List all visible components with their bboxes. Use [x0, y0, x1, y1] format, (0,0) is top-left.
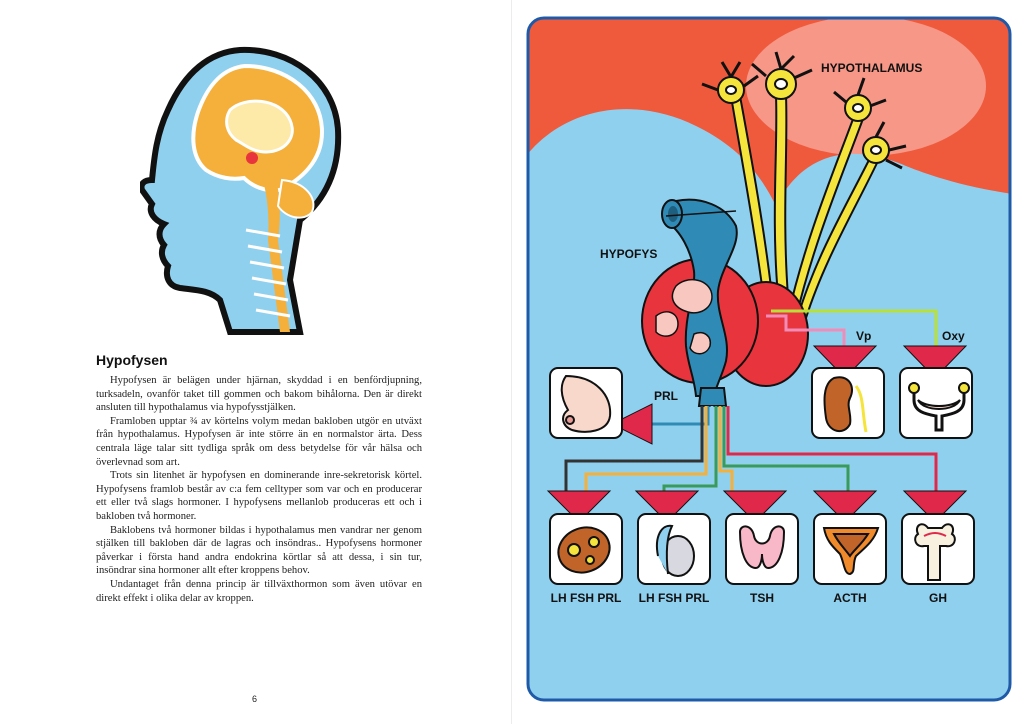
bottom-label-testis: LH FSH PRL	[639, 591, 710, 605]
arrow-icon	[812, 345, 878, 379]
prl-label: PRL	[654, 389, 678, 403]
arrow-icon	[722, 490, 788, 523]
head-illustration	[140, 46, 342, 335]
thyroid-icon	[738, 525, 786, 570]
body-text: Hypofysen är belägen under hjärnan, skyd…	[96, 374, 422, 605]
paragraph: Undantaget från denna princip är tillväx…	[96, 578, 422, 604]
section-title: Hypofysen	[96, 352, 168, 368]
hormone-lines	[564, 309, 938, 491]
arrow-icon	[902, 345, 968, 379]
page-number: 6	[252, 694, 258, 704]
arrow-icon	[812, 490, 878, 523]
neuron-group	[701, 51, 907, 320]
hypofys-label: HYPOFYS	[600, 247, 657, 261]
adrenal-box	[813, 513, 887, 585]
left-page: Hypofysen Hypofysen är belägen under hjä…	[96, 46, 422, 704]
paragraph: Hypofysen är belägen under hjärnan, skyd…	[96, 375, 422, 414]
bottom-label-thyroid: TSH	[750, 591, 774, 605]
uterus-icon	[912, 382, 966, 432]
testis-box	[637, 513, 711, 585]
hormone-diagram: HYPOTHALAMUS HYPOFYS PRL Vp Oxy	[526, 16, 1012, 702]
paragraph: Trots sin litenhet är hypofysen en domin…	[96, 470, 422, 522]
ovary-box	[549, 513, 623, 585]
breast-box	[549, 367, 623, 439]
arrow-icon	[902, 490, 968, 523]
vp-label: Vp	[856, 329, 871, 343]
hypothalamus-label: HYPOTHALAMUS	[821, 61, 922, 75]
kidney-box	[811, 367, 885, 439]
pituitary-icon	[246, 152, 258, 164]
bone-box	[901, 513, 975, 585]
pituitary-gland	[641, 198, 809, 407]
bottom-label-adrenal: ACTH	[833, 591, 866, 605]
oxy-label: Oxy	[942, 329, 965, 343]
bone-icon	[914, 523, 956, 581]
uterus-box	[899, 367, 973, 439]
thyroid-box	[725, 513, 799, 585]
arrow-icon	[634, 490, 700, 523]
arrow-icon	[610, 403, 653, 445]
kidney-icon	[823, 376, 853, 433]
bottom-label-bone: GH	[929, 591, 947, 605]
paragraph: Framloben upptar ¾ av körtelns volym med…	[96, 415, 422, 468]
diagram-frame	[526, 16, 1012, 702]
bottom-label-ovary: LH FSH PRL	[551, 591, 622, 605]
arrow-icon	[546, 490, 612, 523]
paragraph: Baklobens två hormoner bildas i hypothal…	[96, 524, 422, 577]
